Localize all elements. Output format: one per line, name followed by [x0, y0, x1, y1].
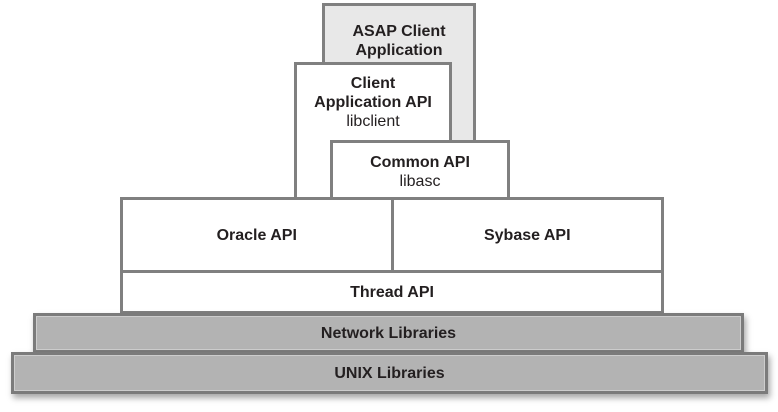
libasc-label: libasc	[399, 173, 441, 190]
database-api-row: Oracle API Sybase API	[123, 200, 661, 270]
box-client-application-api: Client Application API libclient	[294, 62, 452, 200]
libclient-label: libclient	[346, 113, 400, 130]
box-thread-api: Thread API	[123, 270, 661, 311]
oracle-api-label: Oracle API	[216, 226, 297, 244]
network-libraries-label: Network Libraries	[320, 324, 457, 342]
box-common-api: Common API libasc	[330, 140, 510, 200]
unix-libraries-label: UNIX Libraries	[334, 364, 445, 382]
thread-api-label: Thread API	[350, 283, 434, 301]
box-network-libraries: Network Libraries	[33, 313, 744, 353]
box-oracle-api: Oracle API	[123, 200, 394, 270]
box-sybase-api: Sybase API	[394, 200, 662, 270]
common-api-label: Common API	[370, 154, 470, 171]
asap-client-application-label: ASAP Client Application	[352, 23, 446, 59]
client-application-api-label: Client Application API	[314, 75, 432, 111]
box-database-api-stack: Oracle API Sybase API Thread API	[120, 197, 664, 314]
box-unix-libraries: UNIX Libraries	[11, 352, 768, 394]
sybase-api-label: Sybase API	[483, 226, 571, 244]
